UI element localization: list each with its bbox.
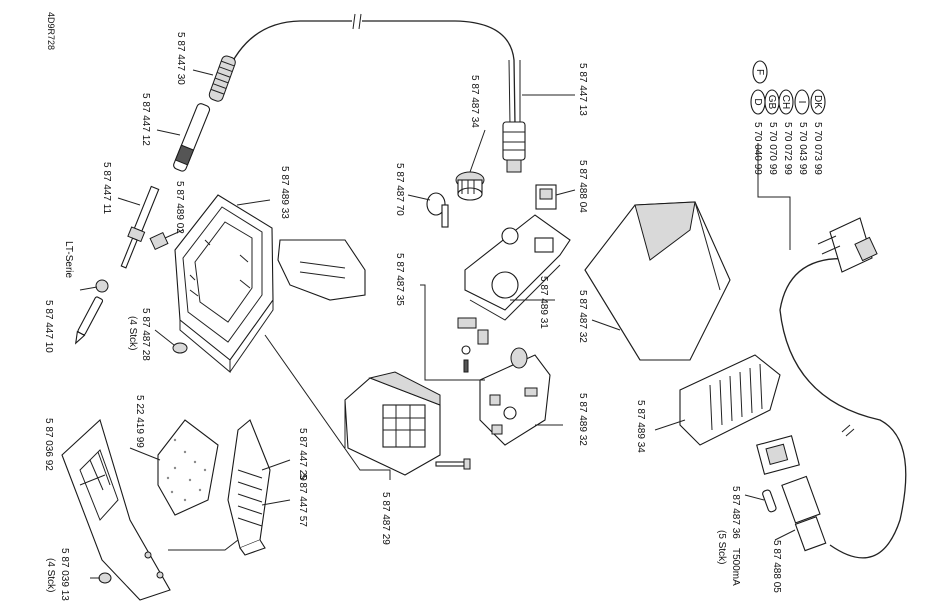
power-switch xyxy=(535,184,557,210)
label-5-87-489-34: 5 87 489 34 xyxy=(635,400,646,453)
label-5-22-419-99: 5 22 419 99 xyxy=(134,395,145,448)
iec-connector xyxy=(781,475,827,552)
leader-lines xyxy=(79,69,796,579)
label-5-87-488-05: 5 87 488 05 xyxy=(771,540,782,593)
cover-plate-slot xyxy=(299,261,346,279)
transformer-screw xyxy=(435,458,471,470)
country-cord-table: F DK I CH GB D 5 70 073 99 5 70 043 99 5… xyxy=(750,60,826,175)
iron-grip xyxy=(208,55,236,102)
label-t500ma: T500mA xyxy=(730,548,741,586)
cord-part-ch: 5 70 072 99 xyxy=(782,122,793,175)
label-5-87-487-35: 5 87 487 35 xyxy=(394,253,405,306)
cord-part-d: 5 70 040 99 xyxy=(752,122,763,175)
label-5-87-447-57: 5 87 447 57 xyxy=(297,474,308,527)
label-5-87-039-13: 5 87 039 13 xyxy=(59,548,70,601)
label-5-87-489-33: 5 87 489 33 xyxy=(279,166,290,219)
label-5-87-447-30: 5 87 447 30 xyxy=(175,32,186,85)
cable-sheath xyxy=(508,59,521,126)
iron-handle xyxy=(173,103,211,172)
label-5-87-036-92: 5 87 036 92 xyxy=(43,418,54,471)
top-cover xyxy=(584,201,731,361)
transformer xyxy=(344,371,441,476)
base-tray xyxy=(61,418,171,601)
lock-key xyxy=(426,192,449,228)
country-d: D xyxy=(752,98,763,105)
label-5-87-447-29: 5 87 447 29 xyxy=(297,428,308,481)
label-5-87-489-32: 5 87 489 32 xyxy=(577,393,588,446)
base-housing xyxy=(174,194,274,374)
panel-small-parts xyxy=(457,317,489,373)
housing-cover-plate xyxy=(277,239,366,301)
label-5-87-489-31: 5 87 489 31 xyxy=(538,276,549,329)
label-5-87-487-70: 5 87 487 70 xyxy=(394,163,405,216)
label-5-87-039-13-qty: (4 Stck) xyxy=(45,558,56,592)
control-pcb xyxy=(479,347,551,446)
fuse xyxy=(762,489,777,513)
temperature-knob xyxy=(455,171,485,201)
label-5-87-487-36: 5 87 487 36 xyxy=(730,486,741,539)
cord-part-i: 5 70 043 99 xyxy=(797,122,808,175)
mains-cord-break xyxy=(841,424,855,437)
iron-heater xyxy=(120,185,160,269)
doc-code: 4D9R728 xyxy=(46,12,56,50)
country-i: I xyxy=(796,101,807,104)
mains-socket xyxy=(756,435,800,475)
label-5-87-487-29: 5 87 487 29 xyxy=(380,492,391,545)
rubber-foot xyxy=(172,342,188,354)
country-gb: GB xyxy=(766,95,777,110)
label-5-87-447-13: 5 87 447 13 xyxy=(577,63,588,116)
holder-bracket xyxy=(227,419,271,556)
euro-plug xyxy=(817,217,878,273)
label-5-87-447-11: 5 87 447 11 xyxy=(101,162,112,215)
label-lt-serie: LT-Serie xyxy=(63,241,74,278)
country-badge-d xyxy=(750,89,766,115)
iron-tip xyxy=(74,296,104,345)
cleaning-sponge xyxy=(157,419,219,516)
tray-foot xyxy=(98,572,112,584)
cable-break-marker xyxy=(352,13,362,30)
country-badge-dk xyxy=(810,89,826,115)
tip-nut xyxy=(95,279,109,293)
label-5-87-487-28-qty: (4 Stck) xyxy=(127,316,138,350)
label-5-87-487-34: 5 87 487 34 xyxy=(469,75,480,128)
front-panel xyxy=(464,214,571,321)
rear-terminal-block xyxy=(679,354,781,446)
country-f: F xyxy=(754,69,765,75)
iron-plug xyxy=(502,121,526,173)
label-5-87-487-36-qty: (5 Stck) xyxy=(716,530,727,564)
cord-part-gb: 5 70 070 99 xyxy=(767,122,778,175)
label-5-87-447-10: 5 87 447 10 xyxy=(43,300,54,353)
label-5-87-488-04: 5 87 488 04 xyxy=(577,160,588,213)
country-badge-f xyxy=(752,60,768,84)
country-ch: CH xyxy=(780,95,791,109)
cord-part-dk: 5 70 073 99 xyxy=(812,122,823,175)
mains-cord xyxy=(779,258,907,559)
label-5-87-489-02: 5 87 489 02 xyxy=(174,181,185,234)
label-5-87-447-12: 5 87 447 12 xyxy=(140,93,151,146)
label-5-87-487-28: 5 87 487 28 xyxy=(140,308,151,361)
country-badge-i xyxy=(794,89,810,115)
country-dk: DK xyxy=(812,95,823,109)
cable-clamp xyxy=(149,231,169,251)
label-5-87-487-32: 5 87 487 32 xyxy=(577,290,588,343)
